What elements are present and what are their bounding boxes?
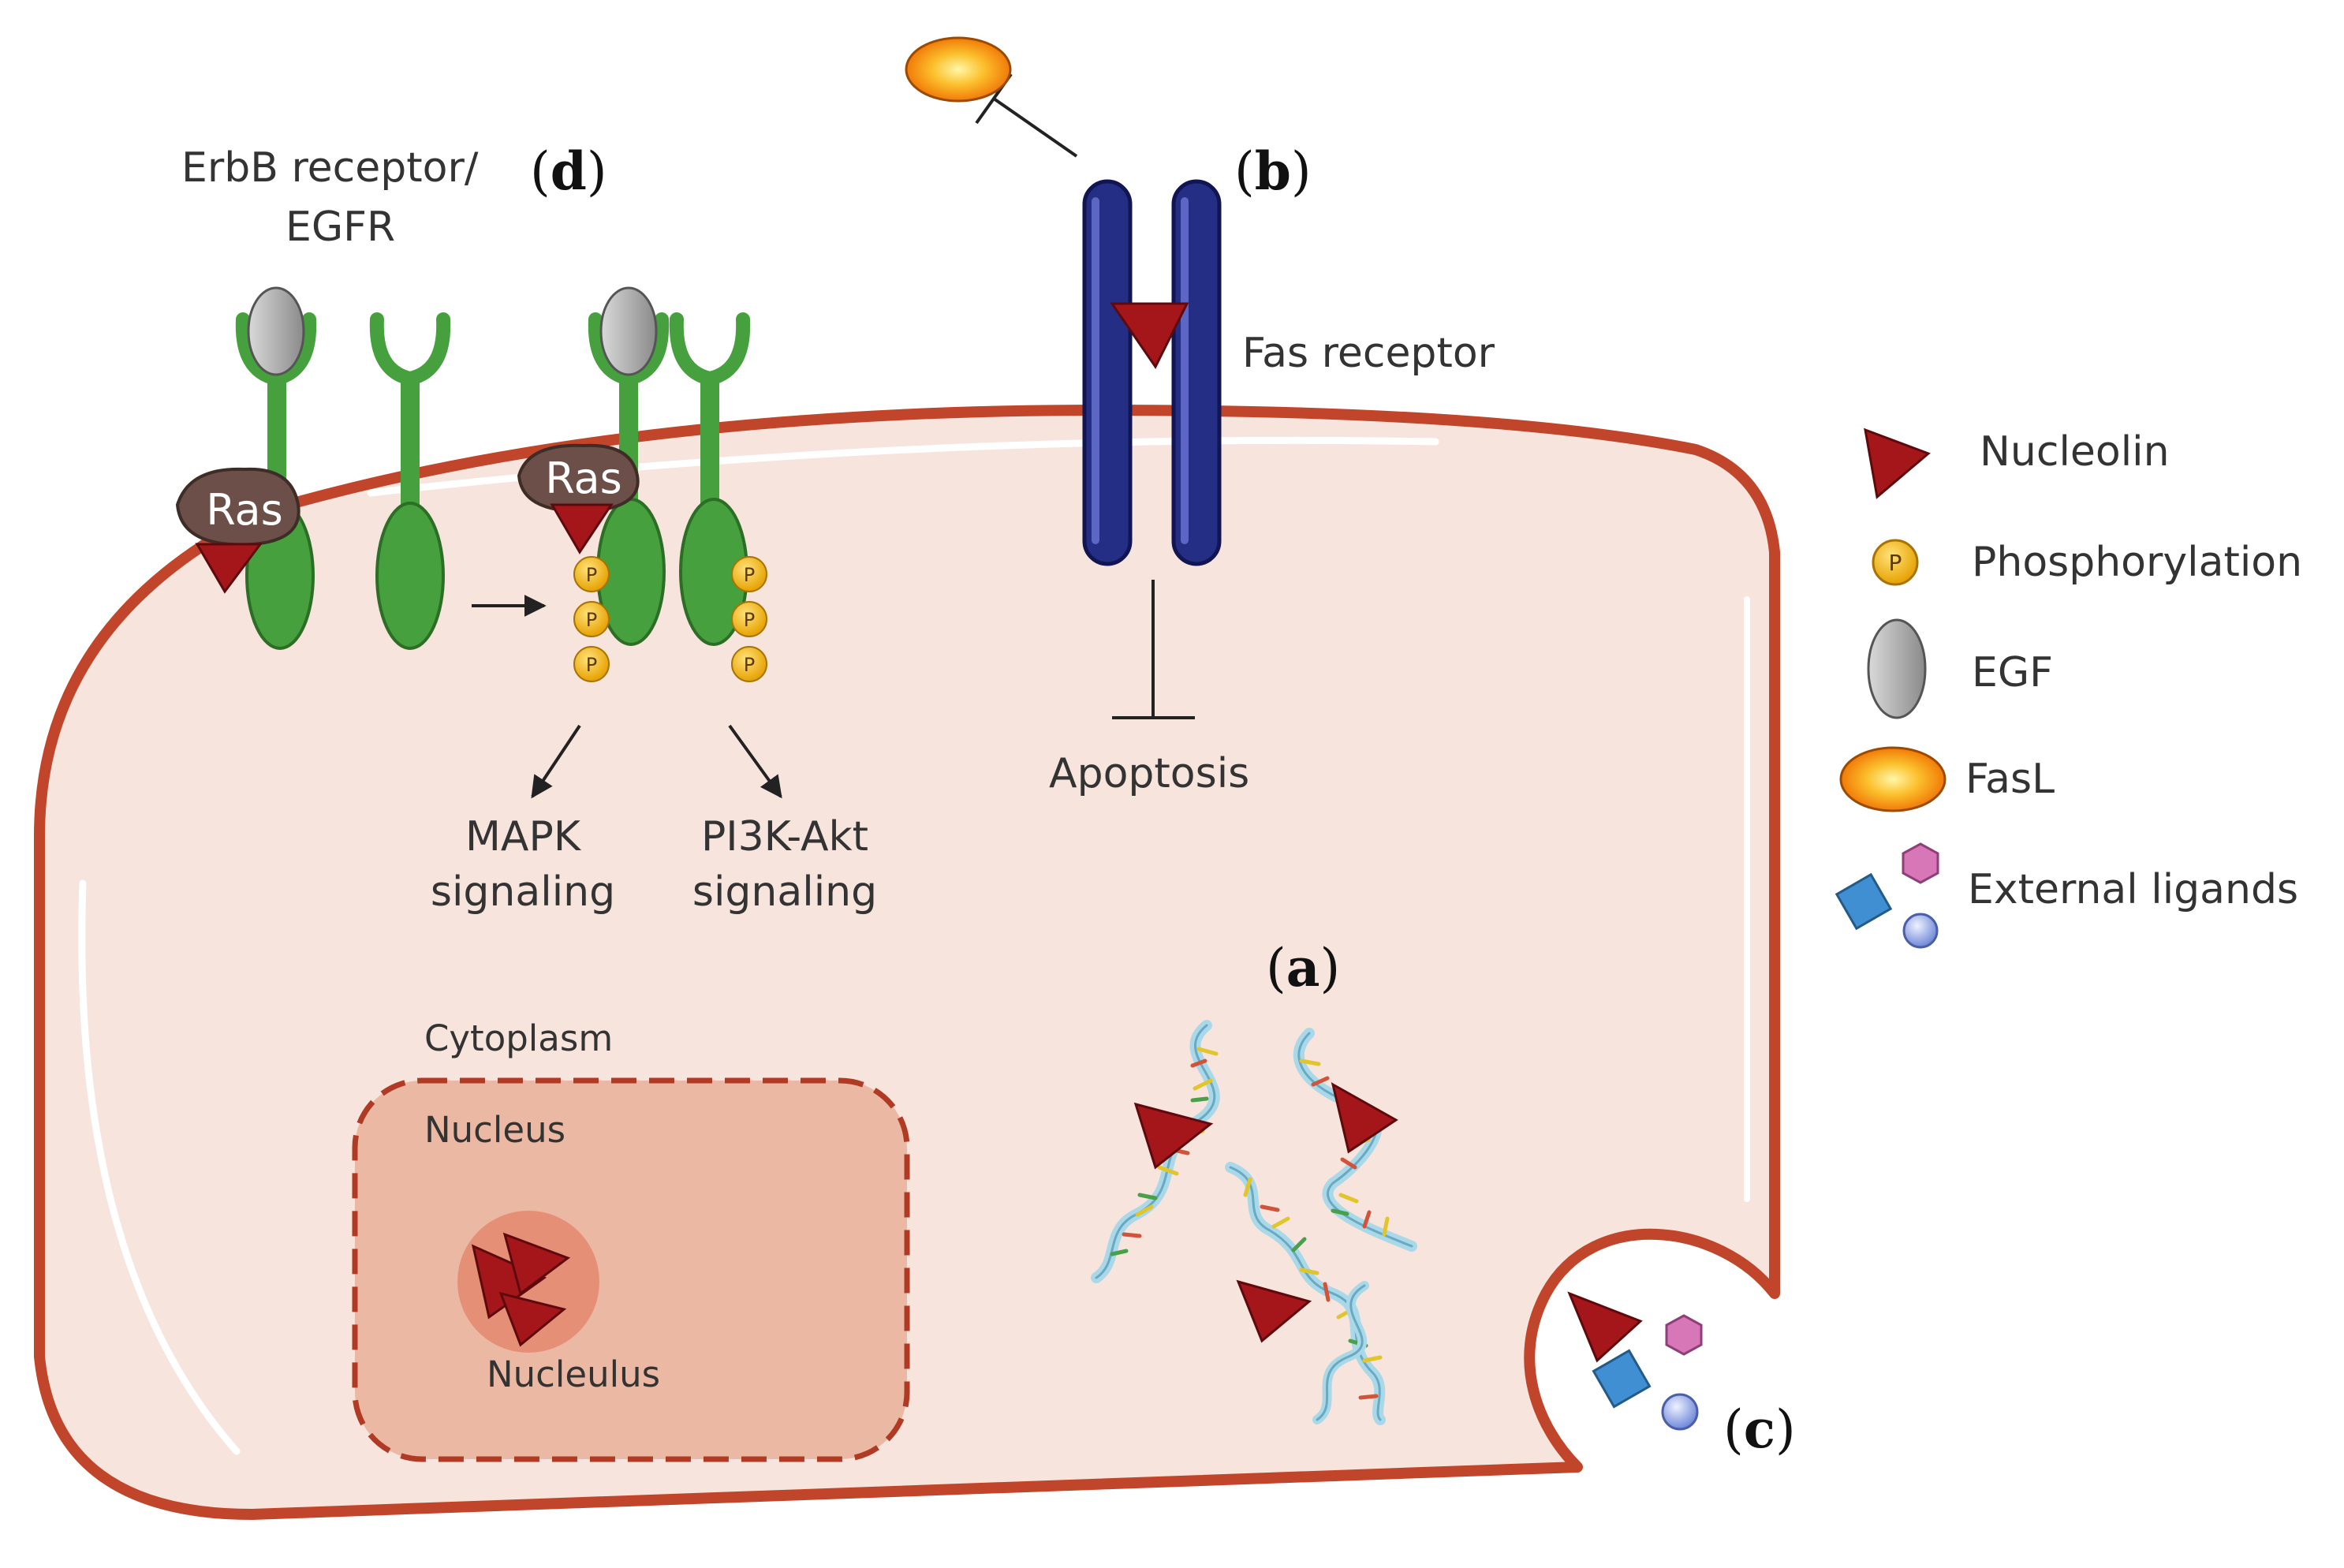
fas-receptor bbox=[1082, 179, 1222, 566]
legend-label-nucleolin: Nucleolin bbox=[1980, 428, 2170, 476]
egf-bound bbox=[247, 286, 305, 376]
mapk-label-line1: MAPK bbox=[465, 813, 582, 861]
egf-icon bbox=[1867, 618, 1927, 719]
mapk-arrow bbox=[531, 724, 581, 799]
nucleolin-endocytosed bbox=[1567, 1291, 1643, 1363]
ligand-square bbox=[1592, 1349, 1652, 1409]
ligand-hexagon bbox=[1665, 1314, 1703, 1356]
fas-receptor-label: Fas receptor bbox=[1242, 330, 1495, 377]
svg-text:P: P bbox=[586, 564, 597, 586]
erbb-receptor-2 bbox=[369, 312, 451, 650]
svg-text:P: P bbox=[744, 609, 755, 631]
cytoplasm-label: Cytoplasm bbox=[424, 1017, 613, 1059]
membrane-highlight-left bbox=[78, 879, 241, 1455]
nucleus-label: Nucleus bbox=[424, 1109, 565, 1151]
phosphate-icon bbox=[1872, 539, 1919, 586]
nucleolin-ras bbox=[550, 503, 614, 554]
ras-complex-2: Ras bbox=[517, 443, 640, 554]
fasl-bound bbox=[905, 36, 1012, 103]
erbb-label-line1: ErbB receptor/ bbox=[181, 144, 479, 192]
egf-bound bbox=[599, 286, 658, 376]
svg-text:P: P bbox=[1889, 550, 1902, 576]
nucleulus-label: Nucleulus bbox=[487, 1353, 660, 1395]
panel-label-c: (c) bbox=[1723, 1398, 1796, 1460]
pi3k-label-line1: PI3K-Akt bbox=[701, 813, 868, 861]
nucleus-envelope bbox=[352, 1077, 910, 1462]
nucleolin-fas bbox=[1110, 302, 1189, 369]
legend: Nucleolin P Phosphorylation EGF FasL Ext… bbox=[1835, 427, 2302, 949]
nucleolin-dna bbox=[1236, 1279, 1312, 1343]
nucleolin-ras bbox=[195, 543, 263, 594]
legend-label-egf: EGF bbox=[1972, 649, 2053, 696]
legend-label-phosphorylation: Phosphorylation bbox=[1972, 539, 2302, 586]
ligand-sphere bbox=[1661, 1393, 1699, 1431]
panel-label-a: (a) bbox=[1266, 937, 1340, 999]
phospho-stack-1: P P P bbox=[573, 556, 610, 682]
square-icon bbox=[1835, 872, 1893, 931]
apoptosis-label: Apoptosis bbox=[1049, 750, 1249, 797]
erbb-receptor-4 bbox=[669, 312, 751, 646]
svg-text:P: P bbox=[744, 654, 755, 676]
pi3k-arrow bbox=[728, 724, 782, 799]
panel-label-b: (b) bbox=[1234, 140, 1312, 202]
legend-item-external-ligands: External ligands bbox=[1835, 842, 2298, 949]
phospho-stack-2: P P P bbox=[731, 556, 767, 682]
nucleolin-dna bbox=[1331, 1082, 1398, 1154]
hexagon-icon bbox=[1902, 842, 1939, 884]
ras-label: Ras bbox=[206, 485, 283, 535]
nucleolin-icon bbox=[1864, 427, 1931, 499]
sphere-icon bbox=[1902, 913, 1939, 949]
legend-item-egf: EGF bbox=[1867, 618, 2053, 719]
erbb-receptor-3 bbox=[588, 286, 670, 646]
nucleolin-cluster bbox=[471, 1232, 571, 1347]
legend-label-fasl: FasL bbox=[1965, 756, 2055, 803]
dna-strands bbox=[1091, 1020, 1417, 1425]
nucleolin-dna bbox=[1133, 1102, 1214, 1170]
legend-item-nucleolin: Nucleolin bbox=[1864, 427, 2170, 499]
legend-item-fasl: FasL bbox=[1839, 746, 2055, 812]
legend-label-external-ligands: External ligands bbox=[1968, 866, 2298, 913]
svg-text:P: P bbox=[586, 654, 597, 676]
ras-complex-1: Ras bbox=[175, 467, 300, 594]
svg-text:P: P bbox=[744, 564, 755, 586]
pi3k-label-line2: signaling bbox=[692, 868, 877, 916]
fasl-icon bbox=[1839, 746, 1946, 812]
ras-label: Ras bbox=[545, 454, 622, 503]
legend-item-phosphorylation: P Phosphorylation bbox=[1872, 539, 2302, 586]
svg-text:P: P bbox=[586, 609, 597, 631]
panel-label-d: (d) bbox=[530, 140, 607, 202]
endocytosis-pocket-contents bbox=[1567, 1291, 1703, 1431]
erbb-label-line2: EGFR bbox=[286, 203, 395, 251]
nucleus bbox=[352, 1077, 910, 1462]
mapk-label-line2: signaling bbox=[431, 868, 615, 916]
